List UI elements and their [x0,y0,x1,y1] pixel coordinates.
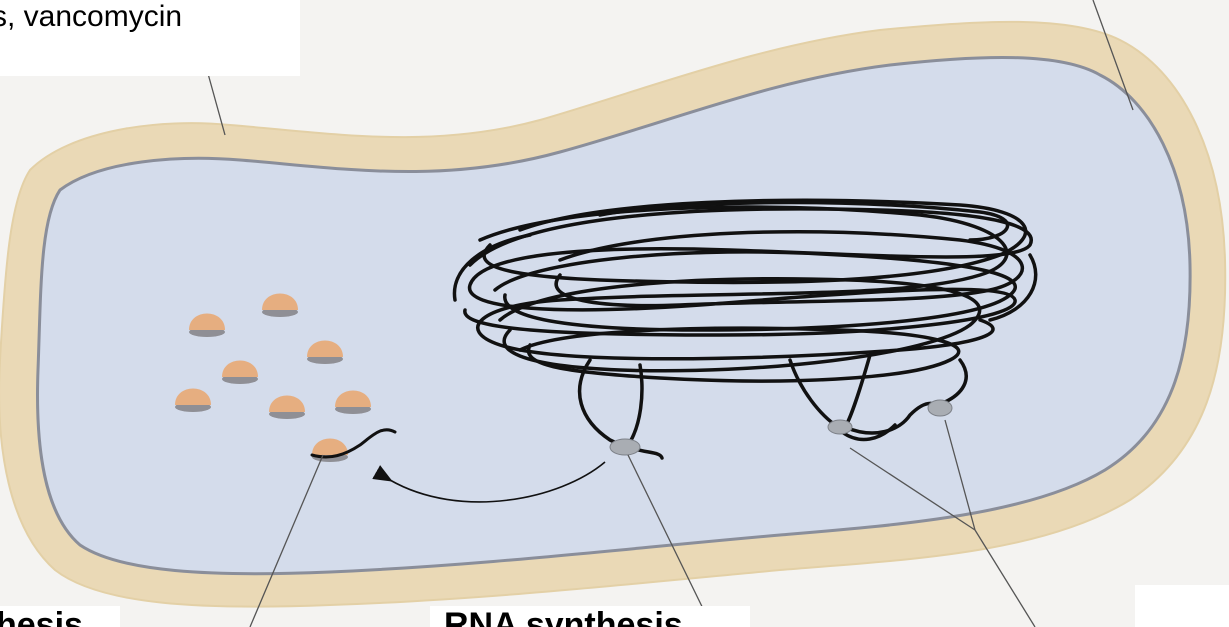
rna-polymerase-icon [610,439,640,455]
antibiotic-label-text: s, vancomycin [0,2,182,32]
rna-polymerase-icon [928,400,952,416]
dna-synthesis-label-box [1135,585,1229,627]
rna-polymerase-icon [828,420,852,434]
protein-synthesis-label: hesis [0,606,120,627]
rna-synthesis-label: RNA synthesis [430,606,750,627]
antibiotic-label-cell-wall: s, vancomycin [0,0,300,76]
protein-synthesis-label-text: hesis [0,606,83,627]
rna-synthesis-label-text: RNA synthesis [444,606,683,627]
